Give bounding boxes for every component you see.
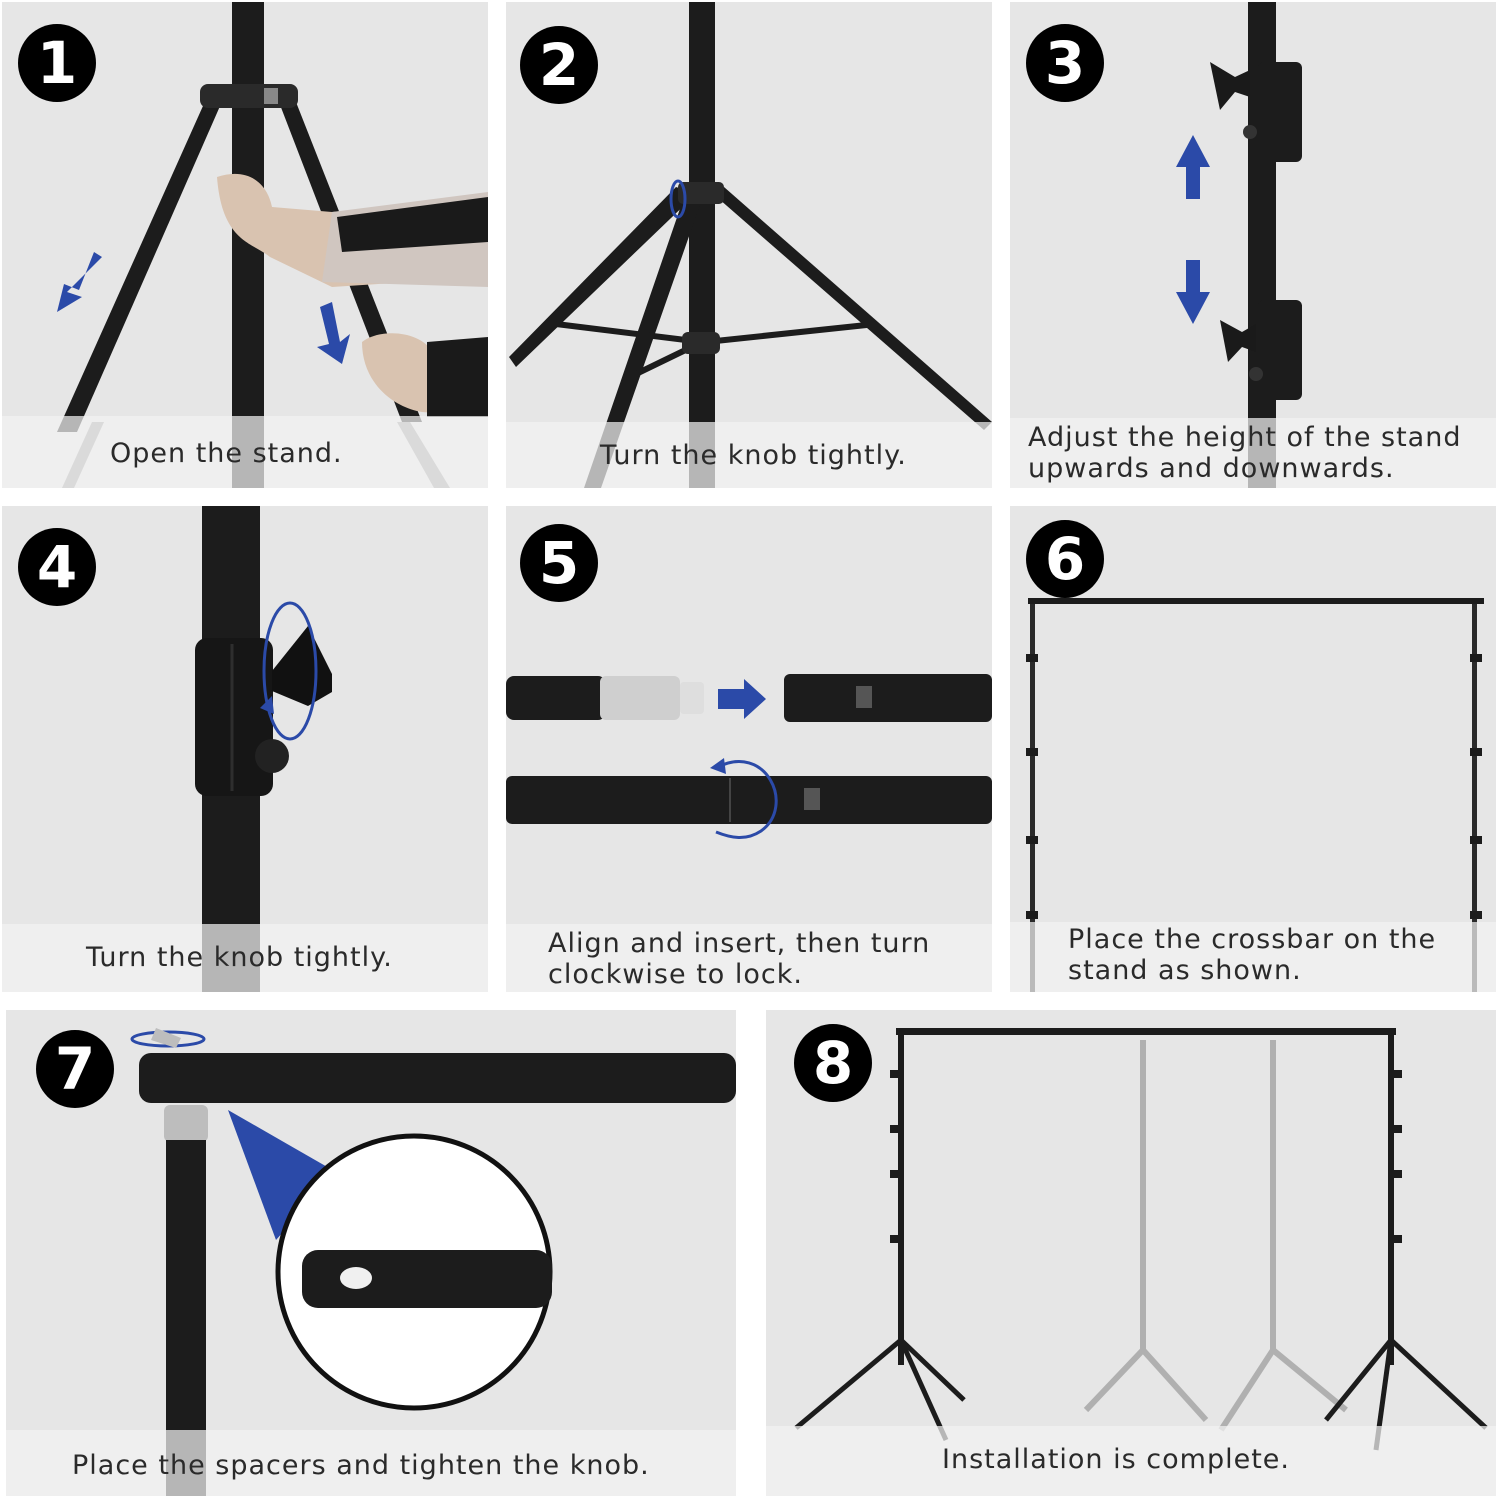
step-number-badge: 8 xyxy=(794,1024,872,1102)
spacer-knob-illustration xyxy=(130,1028,736,1496)
step-3-panel: 3 Adjust the height of the stand upwards… xyxy=(1010,2,1496,488)
knob-close-up-illustration xyxy=(195,506,332,992)
step-7-panel: 7 Place the spacers and tighten the knob… xyxy=(6,1010,736,1496)
step-caption: Turn the knob tightly. xyxy=(506,422,992,488)
step-caption: Align and insert, then turn clockwise to… xyxy=(506,924,992,992)
step-number-badge: 1 xyxy=(18,24,96,102)
step-caption: Adjust the height of the stand upwards a… xyxy=(1010,418,1496,488)
step-number-badge: 2 xyxy=(520,26,598,104)
step-caption: Place the crossbar on the stand as shown… xyxy=(1010,922,1496,992)
step-number-badge: 5 xyxy=(520,524,598,602)
step-1-panel: 1 Open the stand. xyxy=(2,2,488,488)
crossbar-on-stand-illustration xyxy=(1026,598,1484,992)
complete-backdrop-stand-illustration xyxy=(794,1028,1488,1451)
step-4-panel: 4 Turn the knob tightly. xyxy=(2,506,488,992)
step-8-panel: 8 Installation is complete. xyxy=(766,1010,1496,1496)
step-caption: Turn the knob tightly. xyxy=(2,924,488,992)
step-caption: Installation is complete. xyxy=(766,1426,1496,1496)
step-6-panel: 6 Place the crossbar on the stand as sho… xyxy=(1010,506,1496,992)
step-caption: Place the spacers and tighten the knob. xyxy=(6,1430,736,1496)
height-adjust-illustration xyxy=(1176,2,1302,488)
step-number-badge: 4 xyxy=(18,528,96,606)
step-2-panel: 2 Turn the knob tightly. xyxy=(506,2,992,488)
step-number-badge: 6 xyxy=(1026,520,1104,598)
step-caption: Open the stand. xyxy=(2,416,488,488)
stand-legs-illustration xyxy=(57,2,488,488)
step-number-badge: 3 xyxy=(1026,24,1104,102)
step-number-badge: 7 xyxy=(36,1030,114,1108)
tripod-knob-illustration xyxy=(509,2,992,488)
step-5-panel: 5 Align and insert, then turn clockwise … xyxy=(506,506,992,992)
crossbar-join-illustration xyxy=(506,674,992,839)
